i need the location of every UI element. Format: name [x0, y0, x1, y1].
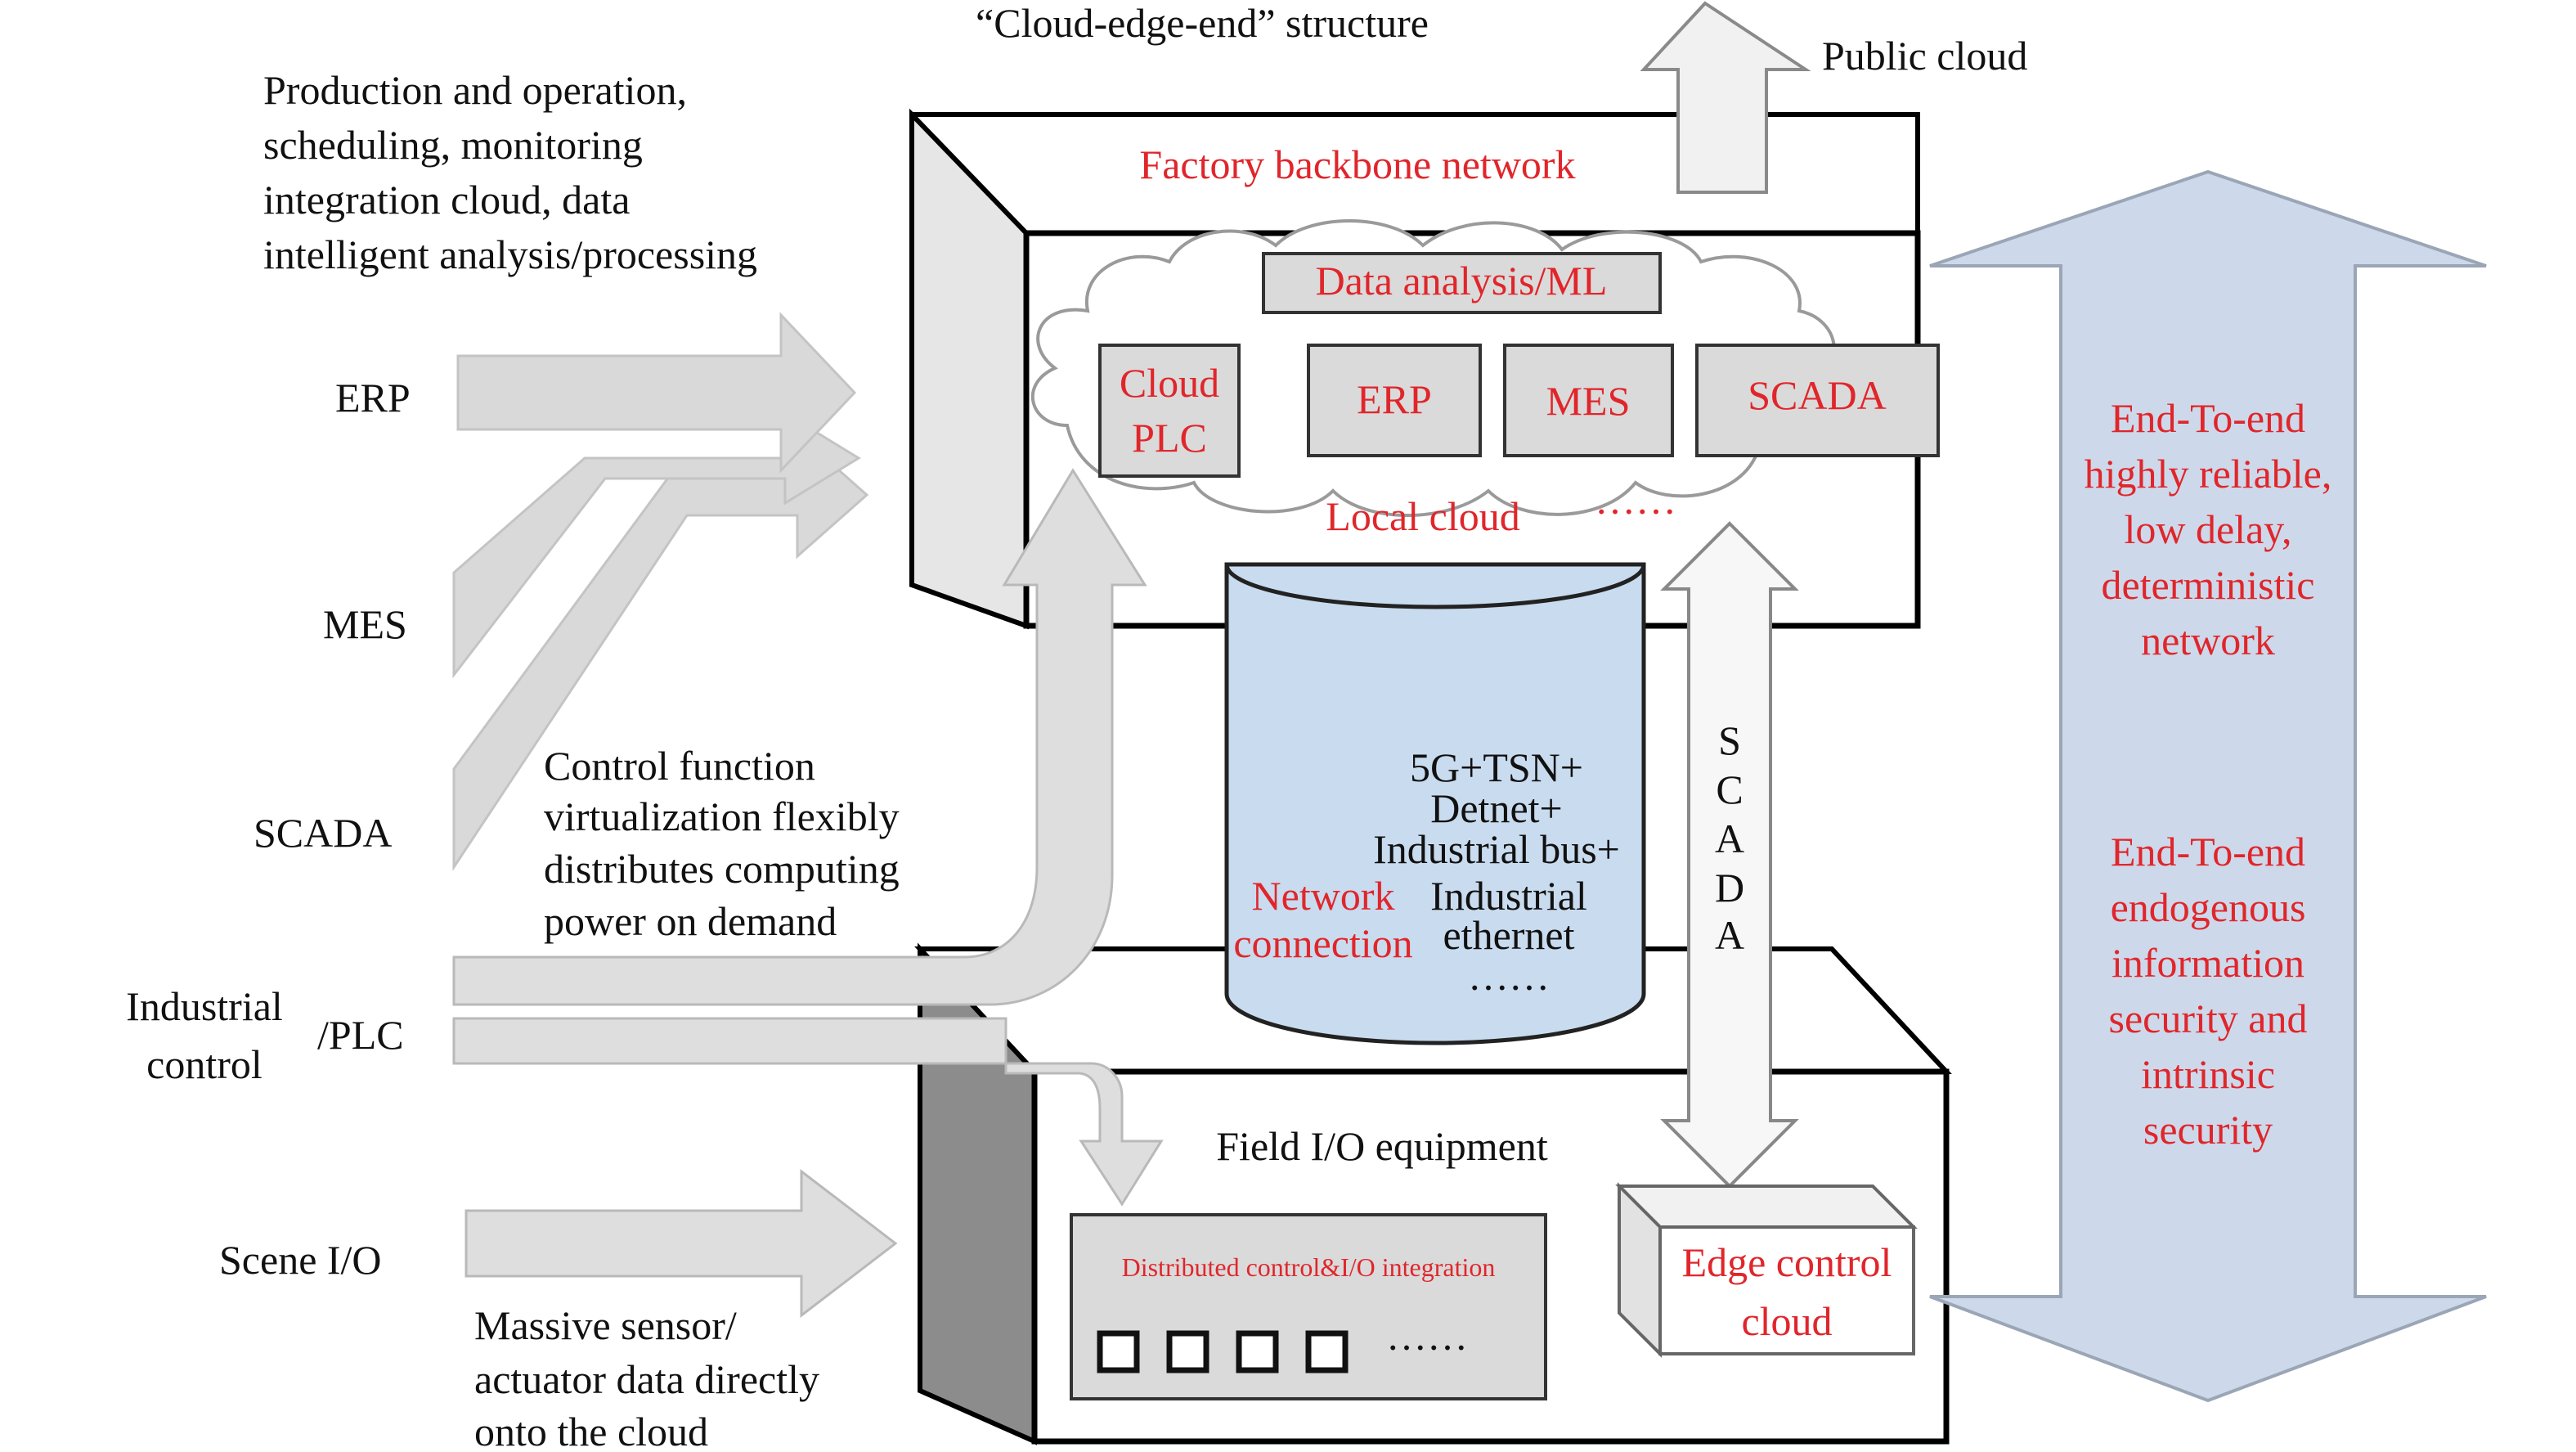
right-bottom-3: information [2112, 940, 2304, 986]
mes-arrow [452, 411, 861, 679]
control-virt-4: power on demand [544, 898, 837, 944]
right-bottom-1: End-To-end [2111, 829, 2305, 874]
network-tech-3: Industrial bus+ [1373, 826, 1620, 872]
right-bottom-2: endogenous [2111, 884, 2306, 930]
scada-v-3: A [1715, 816, 1744, 861]
right-top-2: highly reliable, [2085, 451, 2332, 497]
right-bottom-4: security and [2109, 996, 2308, 1041]
right-bottom-5: intrinsic [2141, 1051, 2275, 1097]
network-tech-1: 5G+TSN+ [1410, 744, 1583, 790]
sensor-text-2: actuator data directly [474, 1356, 819, 1402]
network-tech-4: Industrial [1430, 873, 1587, 919]
network-tech-5: ethernet [1443, 912, 1574, 958]
right-top-1: End-To-end [2111, 395, 2305, 441]
plc-to-field-arrow [452, 1017, 1164, 1207]
industrial-control-2: control [146, 1041, 263, 1087]
module-cloud-plc: Cloud PLC [1098, 344, 1241, 478]
edge-control-line2: cloud [1741, 1298, 1832, 1344]
control-virt-2: virtualization flexibly [544, 793, 900, 839]
module-erp: ERP [1307, 344, 1482, 457]
field-io-label: Field I/O equipment [1216, 1123, 1548, 1169]
control-virt-3: distributes computing [544, 846, 900, 892]
sensor-text-3: onto the cloud [474, 1409, 708, 1452]
left-desc-3: integration cloud, data [263, 177, 630, 223]
right-top-4: deterministic [2101, 562, 2314, 608]
network-connection-line2: connection [1233, 920, 1412, 966]
scada-v-2: C [1716, 766, 1743, 812]
local-cloud-ellipsis: …… [1595, 477, 1676, 523]
network-tech-2: Detnet+ [1430, 785, 1562, 831]
io-port-3 [1236, 1330, 1279, 1373]
io-port-1 [1097, 1330, 1140, 1373]
network-connection-line1: Network [1252, 873, 1395, 919]
left-label-mes: MES [323, 601, 407, 647]
left-label-erp: ERP [335, 375, 411, 420]
erp-arrow [456, 312, 857, 474]
public-cloud-arrow [1640, 1, 1811, 194]
edge-control-box [1615, 1182, 1918, 1358]
edge-control-line1: Edge control [1682, 1239, 1892, 1285]
io-port-2 [1166, 1330, 1209, 1373]
sensor-text-1: Massive sensor/ [474, 1302, 737, 1348]
distributed-control-label: Distributed control&I/O integration [1122, 1252, 1496, 1282]
right-top-5: network [2141, 618, 2275, 663]
industrial-control-1: Industrial [126, 983, 283, 1029]
left-desc-1: Production and operation, [263, 67, 687, 113]
svg-text:ERP: ERP [1357, 376, 1432, 422]
scada-v-1: S [1718, 717, 1741, 763]
svg-text:PLC: PLC [1132, 415, 1207, 461]
control-virtualization-arrow [452, 468, 1147, 1006]
scada-v-5: A [1715, 912, 1744, 958]
svg-text:SCADA: SCADA [1748, 372, 1886, 418]
local-cloud-label: Local cloud [1326, 493, 1519, 539]
right-top-3: low delay, [2124, 506, 2291, 552]
factory-backbone-label: Factory backbone network [1139, 142, 1575, 187]
left-label-scada: SCADA [254, 810, 392, 856]
module-mes: MES [1503, 344, 1674, 457]
data-analysis-label: Data analysis/ML [1316, 258, 1608, 303]
diagram-title: “Cloud-edge-end” structure [976, 0, 1429, 46]
end-to-end-double-arrow [1929, 169, 2487, 1403]
control-virt-1: Control function [544, 743, 815, 789]
network-tech-6: …… [1468, 953, 1550, 999]
scada-v-4: D [1715, 865, 1744, 910]
left-desc-2: scheduling, monitoring [263, 122, 643, 168]
scene-io-label: Scene I/O [219, 1237, 382, 1283]
data-analysis-box [1262, 252, 1662, 314]
scene-io-arrow [464, 1168, 898, 1319]
public-cloud-label: Public cloud [1822, 33, 2027, 79]
network-cylinder [1224, 562, 1646, 1045]
right-bottom-6: security [2143, 1107, 2273, 1153]
module-scada: SCADA [1695, 344, 1940, 457]
svg-text:MES: MES [1546, 378, 1631, 424]
left-stacked-arrows [452, 312, 869, 871]
left-desc-4: intelligent analysis/processing [263, 232, 757, 277]
svg-text:Cloud: Cloud [1120, 360, 1219, 406]
io-port-ellipsis: …… [1386, 1313, 1468, 1359]
plc-label: /PLC [317, 1012, 404, 1058]
io-port-4 [1305, 1330, 1349, 1373]
